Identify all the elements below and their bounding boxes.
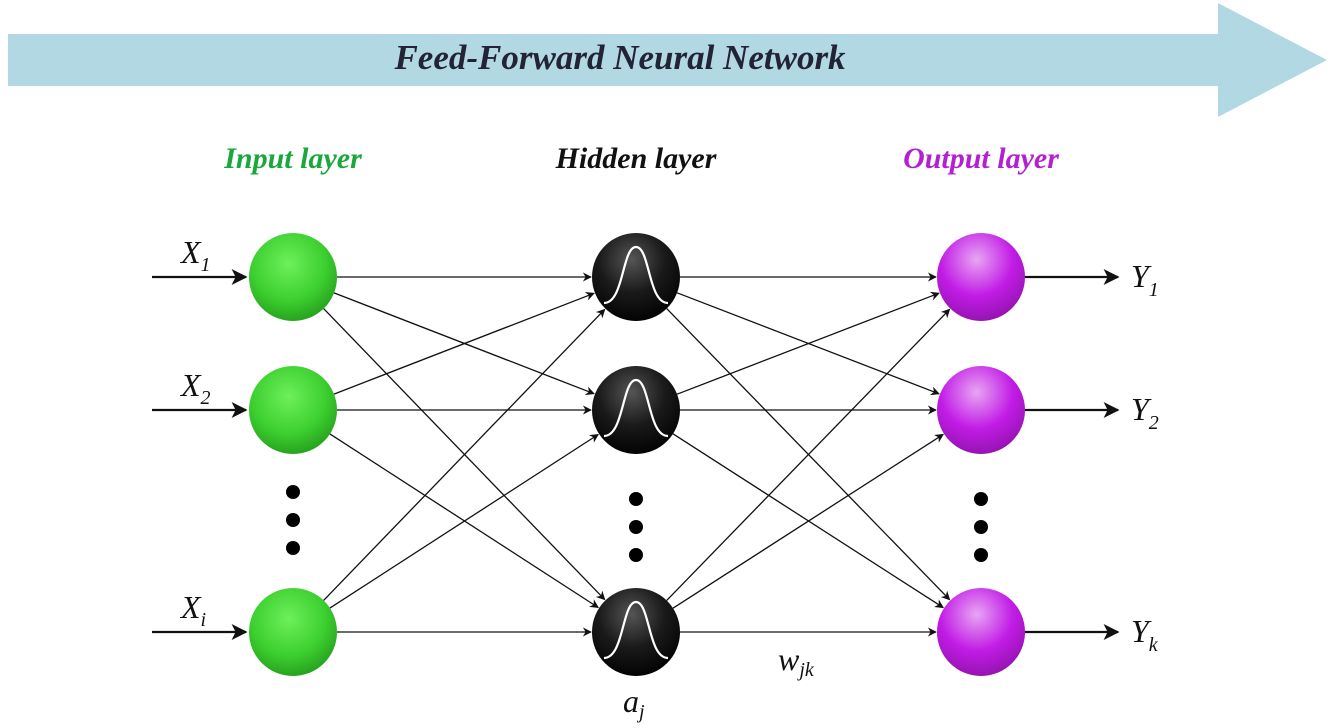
- weight-label: wjk: [778, 641, 815, 681]
- output-layer-label: Output layer: [903, 142, 1059, 175]
- input-arrows: [152, 269, 248, 640]
- activation-label: aj: [623, 683, 645, 723]
- connection-input-hidden-2-1: [329, 433, 599, 609]
- banner-title: Feed-Forward Neural Network: [393, 38, 846, 77]
- input-label-xi: Xi: [179, 589, 206, 631]
- connection-hidden-output-2-1: [672, 433, 944, 609]
- connection-input-hidden-2-0: [323, 308, 606, 601]
- banner-arrow: Feed-Forward Neural Network: [8, 3, 1327, 117]
- output-node-2: [937, 366, 1025, 454]
- banner-arrow-shape: [8, 3, 1327, 117]
- gaussian-icon: [603, 600, 669, 660]
- input-layer-label: Input layer: [223, 142, 362, 175]
- input-label-x2: X2: [179, 367, 211, 409]
- hidden-layer-label: Hidden layer: [555, 142, 717, 175]
- output-node-k: [937, 588, 1025, 676]
- connection-hidden-output-1-0: [676, 291, 940, 395]
- hidden-nodes: [592, 233, 680, 676]
- input-node-2: [249, 366, 337, 454]
- connection-hidden-output-2-0: [666, 308, 951, 601]
- input-label-x1: X1: [179, 234, 211, 276]
- output-arrows: [1023, 269, 1120, 640]
- output-label-y2: Y2: [1131, 391, 1159, 434]
- output-label-yk: Yk: [1131, 613, 1159, 656]
- hidden-node-2: [592, 366, 680, 454]
- gaussian-icon: [603, 378, 669, 438]
- output-nodes: [937, 233, 1025, 676]
- input-ellipsis: [286, 485, 300, 555]
- output-label-y1: Y1: [1131, 258, 1159, 301]
- input-node-1: [249, 233, 337, 321]
- output-node-1: [937, 233, 1025, 321]
- connection-input-hidden-1-0: [333, 292, 595, 395]
- input-nodes: [249, 233, 337, 676]
- gaussian-icon: [603, 245, 669, 305]
- output-ellipsis: [974, 492, 988, 562]
- input-node-i: [249, 588, 337, 676]
- hidden-ellipsis: [629, 492, 643, 562]
- connections: [323, 272, 951, 637]
- hidden-node-1: [592, 233, 680, 321]
- hidden-node-j: [592, 588, 680, 676]
